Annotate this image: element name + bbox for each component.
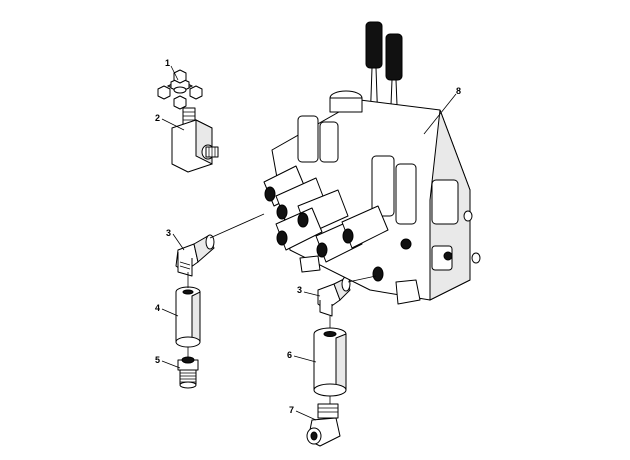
part-3-elbow-fitting-left [175,234,215,277]
callout-5: 5 [155,355,181,369]
callout-7: 7 [289,405,317,421]
callout-4-text: 4 [155,303,160,313]
callout-3-right: 3 [297,285,321,297]
part-8-control-valve-assembly [263,21,481,305]
callout-2-text: 2 [155,113,160,123]
callout-1: 1 [165,58,179,81]
part-2-needle-valve [171,107,219,173]
part-7-elbow-fitting [306,403,341,447]
callout-5-text: 5 [155,355,160,365]
part-1-cross-handle [157,69,203,110]
callout-6-text: 6 [287,350,292,360]
callout-8: 8 [423,86,461,135]
part-4-coupler [175,286,201,348]
callout-4: 4 [155,303,179,317]
assembly-line-left [209,213,265,239]
assembly-line-right [347,275,377,283]
part-6-coupler [313,327,347,397]
callout-3-left-text: 3 [166,228,171,238]
part-5-adapter [177,356,199,389]
part-3-elbow-fitting-right [317,276,351,317]
callout-2: 2 [155,113,185,131]
callout-6: 6 [287,350,317,363]
callout-7-text: 7 [289,405,294,415]
callout-3-right-text: 3 [297,285,302,295]
callout-8-text: 8 [456,86,461,96]
callout-3-left: 3 [166,228,185,251]
callout-1-text: 1 [165,58,170,68]
